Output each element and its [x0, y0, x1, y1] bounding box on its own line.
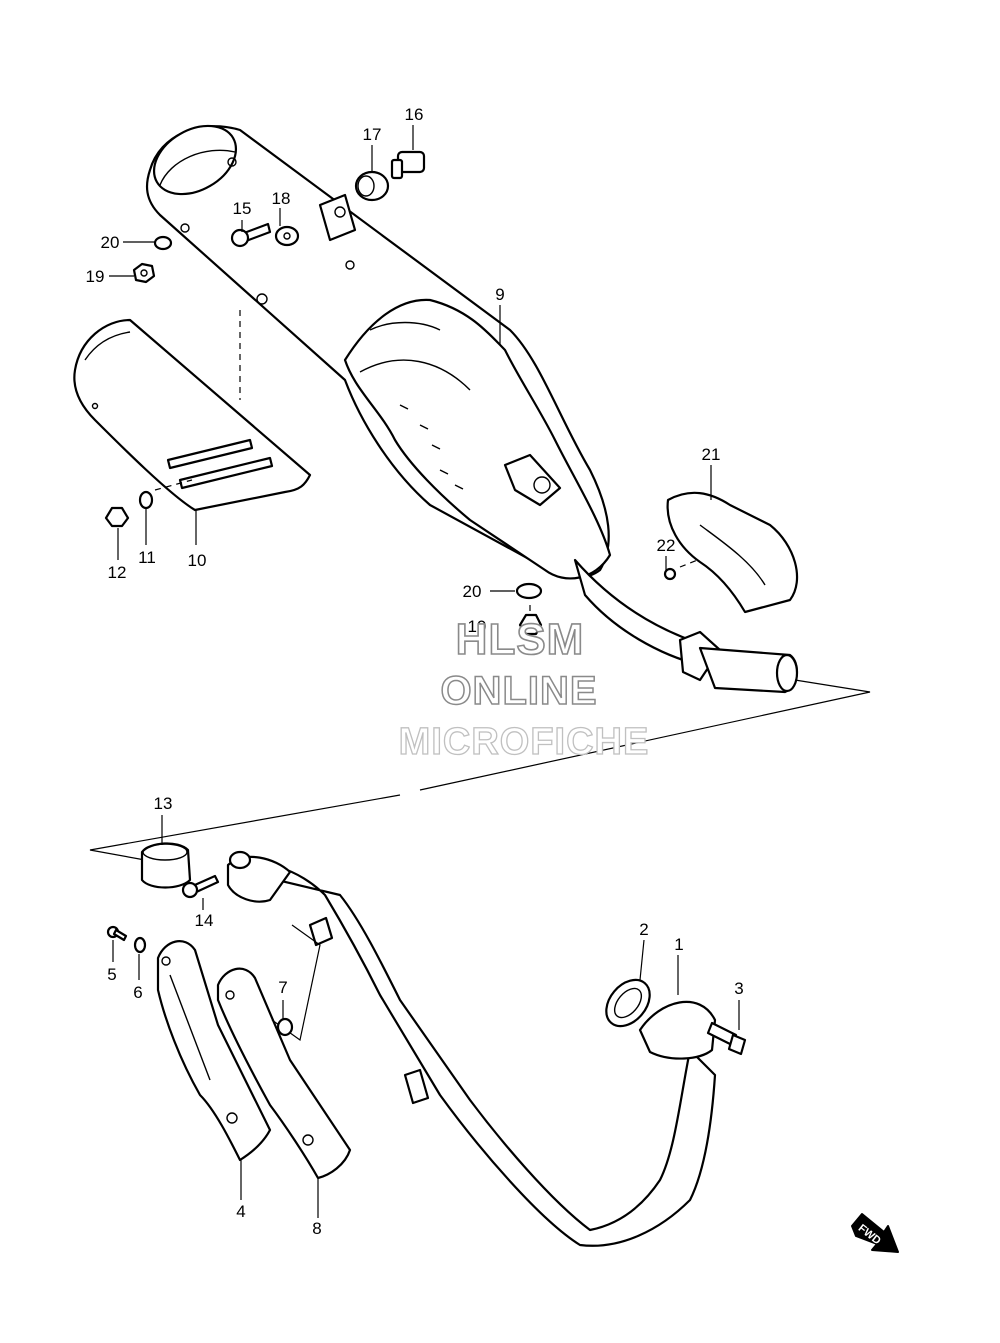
watermark-line-3: MICROFICHE — [399, 721, 650, 763]
exhaust-pipe — [226, 850, 717, 1247]
muffler — [145, 124, 799, 694]
fwd-arrow-icon: FWD — [851, 1213, 899, 1253]
callout-20-top: 20 — [101, 233, 120, 252]
bolt-15 — [230, 222, 272, 248]
flange-bolt-3 — [706, 1021, 747, 1056]
washer-11 — [138, 490, 154, 510]
muffler-heat-shield — [73, 318, 312, 512]
callout-12: 12 — [108, 563, 127, 582]
callout-1: 1 — [674, 935, 683, 954]
bolt-5 — [106, 925, 128, 942]
callout-11: 11 — [138, 548, 156, 567]
nut-19-top — [132, 262, 156, 284]
callout-10: 10 — [188, 551, 207, 570]
connector-13 — [140, 842, 192, 889]
callout-5: 5 — [107, 965, 116, 984]
callout-16: 16 — [405, 105, 424, 124]
bolt-22 — [663, 567, 677, 581]
callout-17: 17 — [363, 125, 382, 144]
callout-8: 8 — [312, 1219, 321, 1238]
callout-3: 3 — [734, 979, 743, 998]
callout-15: 15 — [233, 199, 252, 218]
watermark-line-2: ONLINE — [440, 669, 597, 713]
callout-7: 7 — [278, 978, 287, 997]
callout-2: 2 — [639, 920, 648, 939]
separator-line — [419, 679, 871, 791]
protector-cover — [666, 491, 799, 614]
callout-9: 9 — [495, 285, 504, 304]
bolt-14 — [181, 874, 220, 899]
watermark: HLSM ONLINE MICROFICHE — [398, 614, 650, 763]
bolt-16 — [390, 150, 426, 180]
callout-19-top: 19 — [86, 267, 105, 286]
bolt-12 — [104, 506, 130, 528]
washer-18 — [274, 225, 300, 247]
callout-21: 21 — [702, 445, 721, 464]
callout-19-mid: 19 — [468, 617, 487, 636]
nut-7 — [276, 1017, 294, 1037]
protector-4 — [156, 940, 272, 1162]
callout-labels: 16 17 18 15 20 19 9 21 22 20 19 12 11 10… — [86, 105, 744, 1238]
cushion-17 — [354, 170, 390, 202]
callout-14: 14 — [195, 911, 214, 930]
callout-22: 22 — [657, 536, 676, 555]
callout-leaders — [109, 125, 740, 1218]
watermark-line-1: HLSM — [456, 615, 585, 664]
gasket-2 — [605, 978, 651, 1028]
callout-20-mid: 20 — [463, 582, 482, 601]
separator-line — [89, 794, 401, 861]
callout-6: 6 — [133, 983, 142, 1002]
callout-13: 13 — [154, 794, 173, 813]
protector-8 — [216, 967, 352, 1180]
washer-20-mid — [515, 582, 543, 600]
washer-6 — [133, 936, 147, 954]
callout-4: 4 — [236, 1202, 245, 1221]
callout-18: 18 — [272, 189, 291, 208]
nut-19-mid — [518, 613, 543, 636]
washer-20-top — [153, 235, 173, 251]
